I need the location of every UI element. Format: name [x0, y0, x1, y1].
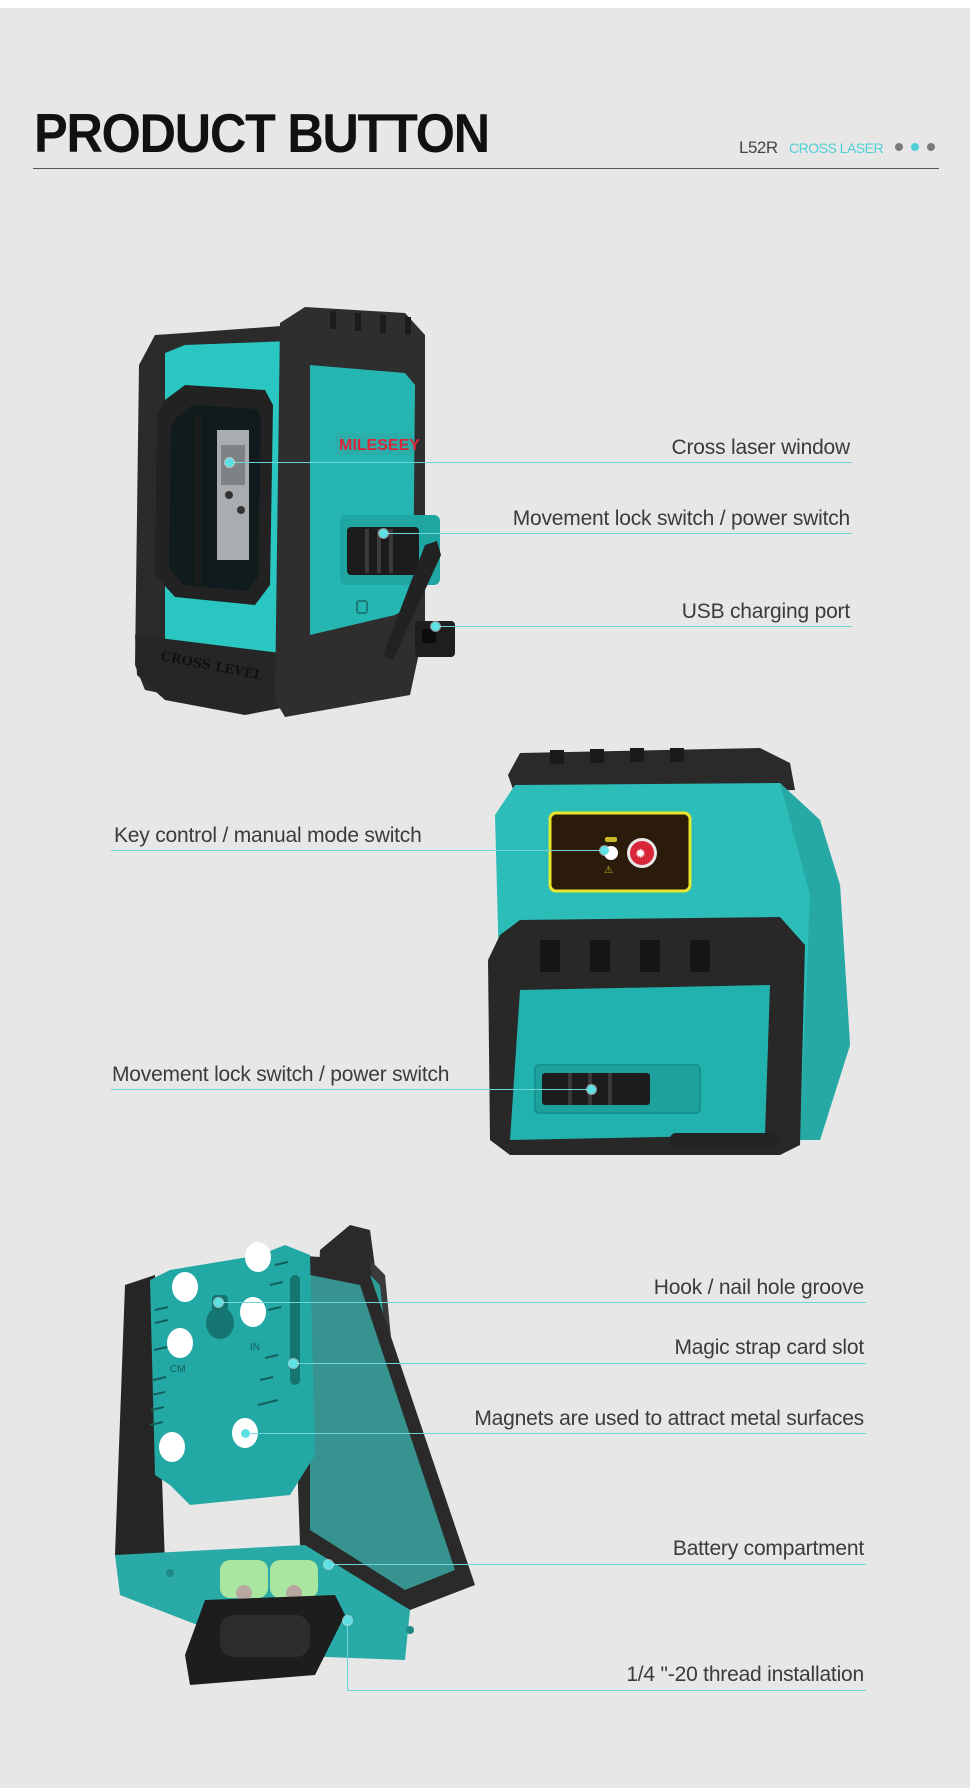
product-subtitle: CROSS LASER: [789, 140, 884, 156]
callout-line-thread-installation: [347, 1690, 866, 1691]
callout-dot-magnets: [241, 1429, 250, 1438]
callout-dot-battery-compartment: [324, 1560, 333, 1569]
callout-line-strap-slot: [293, 1363, 866, 1364]
callout-line-usb-charging-port: [434, 626, 852, 627]
laser-level-back-view-image: CM IN: [115, 1225, 475, 1685]
label-movement-lock-switch-top: Movement lock switch / power switch: [112, 1063, 450, 1086]
callout-dot-usb-charging-port: [431, 622, 440, 631]
callout-dot-movement-lock-switch-top: [587, 1085, 596, 1094]
label-movement-lock-switch: Movement lock switch / power switch: [512, 507, 850, 530]
header-divider: [33, 168, 939, 169]
page-title: PRODUCT BUTTON: [34, 102, 490, 164]
top-strip: [0, 0, 970, 8]
label-hook-groove: Hook / nail hole groove: [653, 1276, 864, 1299]
callout-line-battery-compartment: [328, 1564, 866, 1565]
callout-vline-thread-installation: [347, 1620, 348, 1690]
callout-line-movement-lock-switch-top: [111, 1089, 591, 1090]
callout-dot-hook-groove: [214, 1298, 223, 1307]
label-strap-slot: Magic strap card slot: [674, 1336, 864, 1359]
callout-dot-thread-installation: [343, 1616, 352, 1625]
callout-line-key-control-switch: [111, 850, 605, 851]
svg-text:IN: IN: [250, 1342, 260, 1353]
svg-text:✹: ✹: [635, 847, 646, 862]
callout-line-cross-laser-window: [227, 462, 852, 463]
svg-text:CM: CM: [170, 1364, 186, 1375]
label-usb-charging-port: USB charging port: [681, 600, 850, 623]
callout-dot-key-control-switch: [600, 846, 609, 855]
page-dot-1: [895, 143, 903, 151]
page-indicator: [895, 143, 935, 151]
laser-level-front-view-image: CROSS LEVEL MILESEEY: [135, 307, 455, 717]
callout-line-magnets: [245, 1433, 866, 1434]
label-battery-compartment: Battery compartment: [672, 1537, 864, 1560]
svg-text:MILESEEY: MILESEEY: [339, 437, 420, 454]
label-thread-installation: 1/4 "-20 thread installation: [626, 1663, 864, 1686]
page-dot-3: [927, 143, 935, 151]
model-name: L52R: [739, 138, 778, 157]
page-dot-2-active: [911, 143, 919, 151]
label-key-control-switch: Key control / manual mode switch: [114, 824, 422, 847]
label-magnets: Magnets are used to attract metal surfac…: [474, 1407, 864, 1430]
callout-line-movement-lock-switch: [382, 533, 852, 534]
laser-level-top-view-image: ⚠ ✹: [488, 748, 850, 1155]
callout-dot-cross-laser-window: [225, 458, 234, 467]
callout-line-hook-groove: [218, 1302, 866, 1303]
callout-dot-movement-lock-switch: [379, 529, 388, 538]
label-cross-laser-window: Cross laser window: [671, 436, 851, 459]
callout-dot-strap-slot: [289, 1359, 298, 1368]
svg-text:⚠: ⚠: [604, 865, 613, 876]
